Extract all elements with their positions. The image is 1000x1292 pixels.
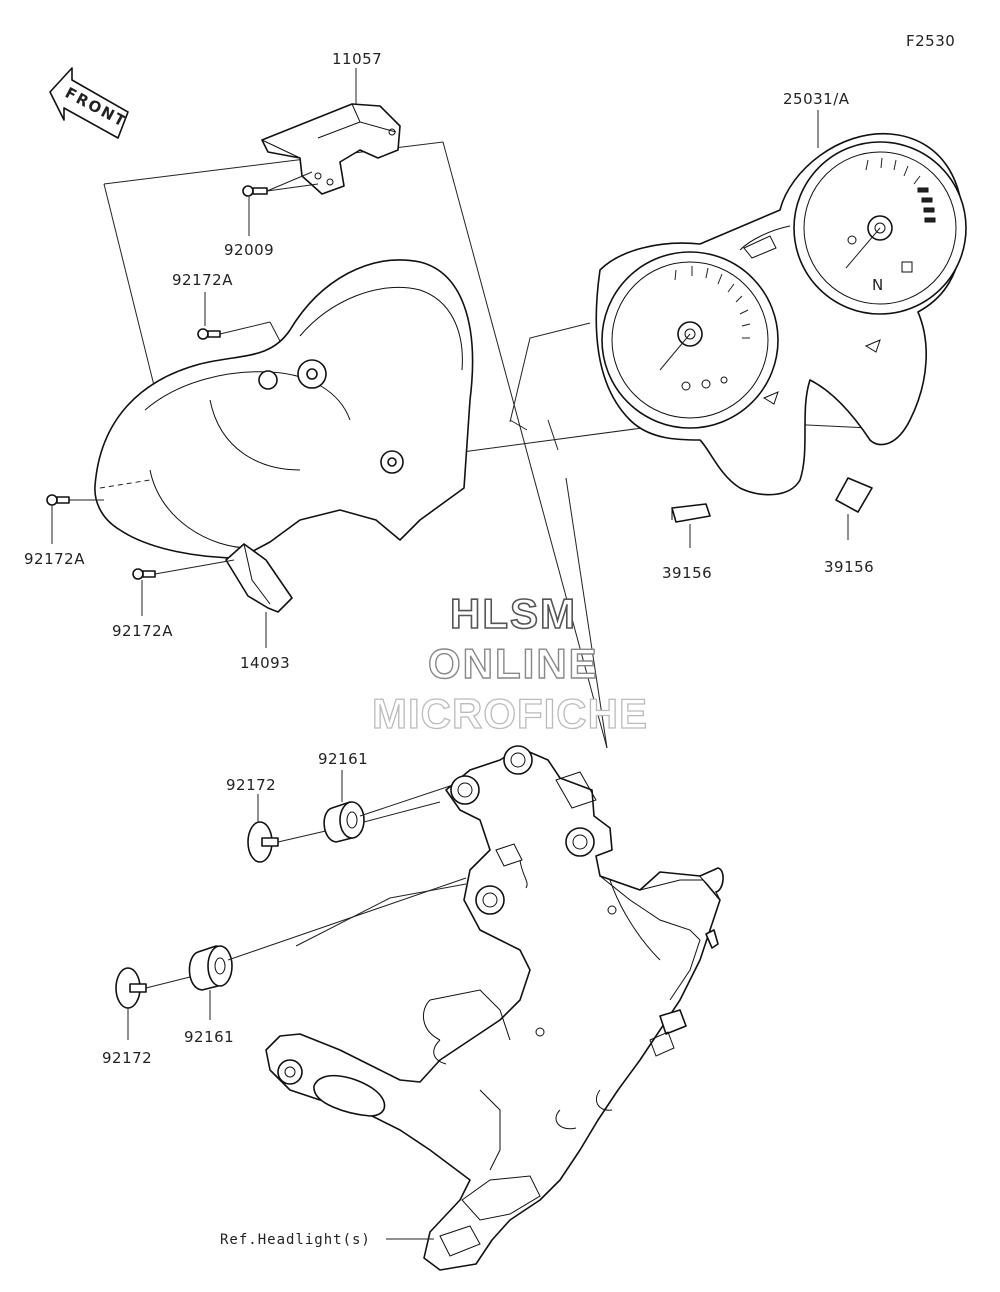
meter-assembly-25031a: N xyxy=(595,110,967,496)
ref-headlight-label: Ref.Headlight(s) xyxy=(220,1232,371,1248)
screw-92172a-top-icon xyxy=(197,292,283,346)
label-39156-right: 39156 xyxy=(824,558,874,576)
label-92172a-top: 92172A xyxy=(172,271,233,289)
watermark: HLSM ONLINE MICROFICHE xyxy=(371,589,648,737)
left-dial-ticks xyxy=(674,266,751,339)
headlight-bracket-frame xyxy=(265,745,724,1271)
screw-92172a-left-icon xyxy=(46,494,104,544)
label-92009: 92009 xyxy=(224,241,274,259)
bracket-14093 xyxy=(225,543,293,648)
screw-92172a-bottom-icon xyxy=(132,559,235,616)
label-39156-left: 39156 xyxy=(662,564,712,582)
label-92161-bottom: 92161 xyxy=(184,1028,234,1046)
figure-code: F2530 xyxy=(906,32,955,50)
label-92161-top: 92161 xyxy=(318,750,368,768)
bolt-92172-top-icon xyxy=(247,794,331,863)
watermark-line3: MICROFICHE xyxy=(372,690,648,737)
watermark-line2: ONLINE xyxy=(428,640,599,687)
label-92172-bottom: 92172 xyxy=(102,1049,152,1067)
grommet-92161-bottom-icon xyxy=(188,877,467,1020)
grommet-92161-top-icon xyxy=(323,770,451,843)
label-25031a: 25031/A xyxy=(783,90,850,108)
screw-92009-icon xyxy=(242,171,319,236)
right-dial-ticks xyxy=(865,157,936,223)
label-14093: 14093 xyxy=(240,654,290,672)
label-92172a-bottom: 92172A xyxy=(112,622,173,640)
neutral-indicator: N xyxy=(872,276,884,294)
label-11057: 11057 xyxy=(332,50,382,68)
connector-39156-left xyxy=(671,503,711,548)
label-92172a-left: 92172A xyxy=(24,550,85,568)
front-arrow-icon: FRONT xyxy=(49,67,130,139)
label-92172-top: 92172 xyxy=(226,776,276,794)
bracket-11057 xyxy=(261,68,401,195)
watermark-line1: HLSM xyxy=(450,590,577,637)
meter-cover-housing xyxy=(94,259,474,559)
bolt-92172-bottom-icon xyxy=(115,967,195,1040)
connector-39156-right xyxy=(835,477,873,540)
